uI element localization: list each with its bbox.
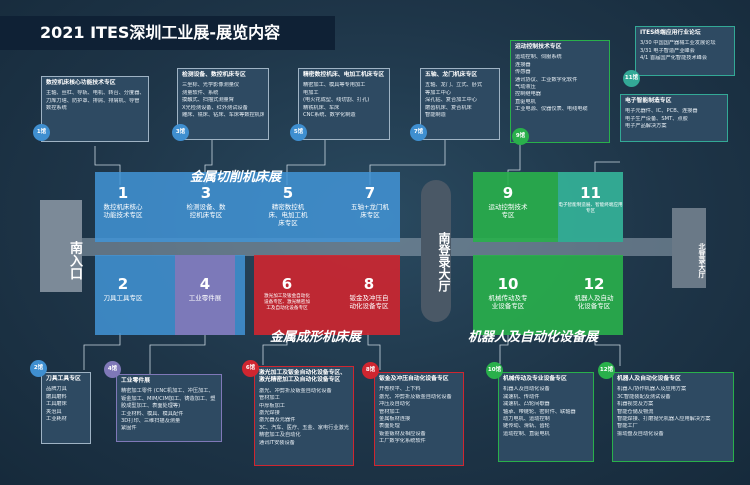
hall-tag-1: 1馆 <box>33 124 50 141</box>
south-entrance[interactable]: 南入口 <box>40 200 82 292</box>
info-hall-3: 检测设备、数控机床专区 三坐标、光学影像测量仪 测量软件、系统 摸触式、扫描式测… <box>177 68 269 140</box>
info-hall-5: 精密数控机床、电加工机床专区 精密加工、模具等专用加工 电加工 (电火花成型、线… <box>298 68 390 140</box>
hall-tag-5: 5馆 <box>290 124 307 141</box>
info-hall-2: 刀具工具专区 品牌刀具 磨具磨料 工具磨床 夹治具 工业耗材 <box>41 372 91 444</box>
info-hall-11-forum: ITES终端应用行业论坛 3/30 中国国产器械工业发展论坛 3/31 电子智造… <box>635 26 735 76</box>
south-lobby[interactable]: 南登录大厅 <box>421 180 451 322</box>
zone-label-cutting: 金属切削机床展 <box>190 170 282 185</box>
hall-tag-4: 4馆 <box>104 361 121 378</box>
hall-tag-2: 2馆 <box>30 360 47 377</box>
info-hall-12: 机器人及自动化设备专区 机器人/协作机器人及应用方案 3C智能装配及测试设备 机… <box>612 372 734 462</box>
hall-tag-6: 6馆 <box>242 360 259 377</box>
hall-tag-9: 9馆 <box>512 128 529 145</box>
info-hall-6: 激光加工及钣金自动化设备专区、激光精密加工及自动化设备专区 激光、冲剪折及钣金自… <box>254 366 354 466</box>
page-title: 2021 ITES深圳工业展-展览内容 <box>0 16 335 50</box>
hall-tag-12: 12馆 <box>598 362 615 379</box>
hall-tag-10: 10馆 <box>486 362 503 379</box>
hall-tag-8: 8馆 <box>362 362 379 379</box>
info-hall-1: 数控机床核心功能技术专区 主轴、丝杠、导轨、电机、转台、分度器、动力头 刀库刀塔… <box>41 76 149 142</box>
info-hall-10: 机械传动及专业设备专区 机器人及自动化设备 减速机、传动件 减速机、凸轮间歇器 … <box>498 372 594 462</box>
zone-robot-bg-south <box>473 255 623 335</box>
hall-tag-7: 7馆 <box>410 124 427 141</box>
north-lobby[interactable]: 北登录大厅 <box>672 208 706 288</box>
info-hall-7: 五轴、龙门机床专区 五轴、龙门、立式、卧式 等加工中心 深孔钻、复合加工中心 磨… <box>420 68 500 140</box>
zone-forming-bg <box>254 255 400 335</box>
info-hall-9: 运动控制技术专区 运动控制、伺服系统 连接器 传感器 通讯协议、工业数字化软件 … <box>510 40 610 143</box>
zone-label-robot: 机器人及自动化设备展 <box>468 330 599 345</box>
info-hall-8: 钣金及冲压自动化设备专区 开卷校平、上下料 激光、冲剪折及钣金自动化设备 冲压及… <box>374 372 464 466</box>
hall-tag-3: 3馆 <box>172 124 189 141</box>
zone-label-forming: 金属成形机床展 <box>270 330 362 345</box>
hall-tag-11: 11馆 <box>623 70 640 87</box>
info-hall-11-electronics: 电子智能制造专区 电子元器件、IC、PCB、连接器 电子生产设备、SMT、点胶 … <box>620 94 728 142</box>
zone-cutting-bg <box>95 172 400 242</box>
info-hall-4: 工业零件展 精密加工零件 (CNC机加工、冲压加工、钣金加工、MIM/CIM加工… <box>116 374 222 442</box>
center-corridor <box>40 238 705 256</box>
